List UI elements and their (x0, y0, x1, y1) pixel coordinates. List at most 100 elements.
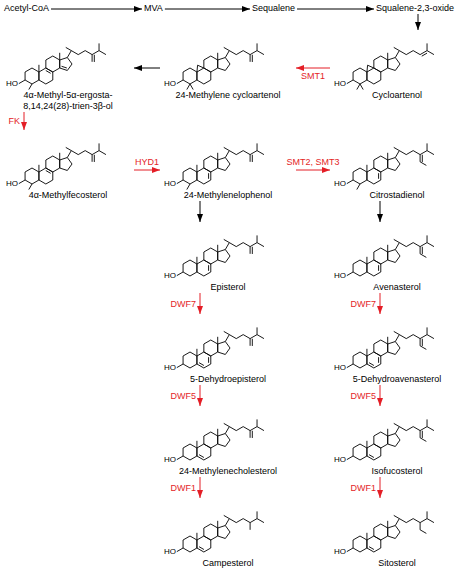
bond-line (252, 431, 253, 438)
bond-line (224, 47, 230, 50)
bond-line (224, 331, 230, 334)
structure-drawing (160, 30, 296, 90)
bond-line (257, 327, 258, 334)
enzyme-label: HYD1 (135, 157, 159, 168)
bond-line (367, 65, 374, 72)
bond-line (394, 423, 400, 426)
reaction-arrow (51, 9, 142, 10)
metabolite-node: Sequalene (250, 3, 297, 14)
compound-name: Sequalene (252, 3, 295, 14)
reaction-arrow (380, 201, 381, 222)
bond-line (257, 419, 258, 426)
bond-line (374, 56, 388, 72)
bond-line (25, 68, 39, 84)
bond-line (387, 53, 388, 60)
bond-line (187, 84, 190, 90)
bond-line (177, 548, 183, 552)
bond-line (217, 53, 218, 60)
bond-line (427, 327, 428, 334)
bond-line (394, 239, 400, 242)
bond-line (374, 524, 388, 540)
bond-line (369, 547, 374, 550)
bond-line (353, 536, 367, 552)
bond-line (204, 340, 218, 356)
bond-line (25, 168, 39, 184)
bond-line (357, 184, 360, 190)
enzyme-step-arrow (380, 293, 381, 314)
bond-line (46, 171, 51, 174)
bond-line (66, 47, 72, 50)
bond-line (199, 455, 204, 458)
bond-line (347, 456, 353, 460)
structure-drawing (330, 222, 464, 282)
sterol-structure (19, 143, 106, 189)
bond-line (387, 429, 388, 436)
structure-drawing (160, 498, 296, 558)
metabolite-node: Squalene-2,3-oxide (374, 3, 456, 14)
bond-line (250, 155, 251, 162)
hydroxyl-label: HO (160, 363, 176, 373)
reaction-arrow (200, 201, 201, 222)
bond-line (388, 434, 400, 447)
bond-line (427, 235, 428, 242)
bond-line (252, 55, 253, 62)
bond-line (250, 247, 251, 254)
bond-line (196, 165, 197, 172)
bond-line (225, 427, 264, 434)
bond-line (394, 331, 400, 334)
hydroxyl-label: HO (330, 455, 346, 465)
bond-line (360, 84, 363, 90)
bond-line (357, 84, 360, 90)
bond-line (38, 165, 39, 172)
hydroxyl-label: HO (330, 79, 346, 89)
bond-line (204, 432, 218, 448)
structure-drawing (330, 314, 464, 374)
hydroxyl-label: HO (160, 79, 176, 89)
bond-line (388, 58, 400, 71)
bond-line (388, 158, 400, 171)
compound-name: Acetyl-CoA (4, 3, 49, 14)
bond-line (218, 434, 230, 447)
bond-line (208, 265, 209, 271)
sterol-structure (347, 235, 434, 276)
hydroxyl-label: HO (2, 79, 18, 89)
bond-line (46, 71, 51, 74)
bond-line (252, 155, 253, 162)
bond-line (387, 153, 388, 160)
reaction-arrow (418, 14, 419, 30)
bond-line (38, 65, 39, 72)
enzyme-label: DWF1 (171, 482, 197, 493)
bond-line (378, 357, 379, 363)
bond-line (420, 155, 421, 162)
compound-name: 4α-Methyl-5α-ergosta- 8,14,24(28)-trien-… (2, 90, 134, 112)
sterol-structure (177, 235, 264, 276)
sterol-structure (347, 419, 434, 460)
bond-line (366, 441, 367, 448)
bond-line (420, 523, 421, 530)
bond-line (224, 239, 230, 242)
sterol-structure (347, 327, 434, 368)
bond-line (218, 58, 230, 71)
structure-drawing (160, 314, 296, 374)
bond-line (204, 56, 218, 72)
bond-line (353, 444, 367, 460)
bond-line (374, 432, 388, 448)
bond-line (218, 342, 230, 355)
bond-line (422, 155, 423, 162)
bond-line (420, 438, 426, 442)
bond-line (257, 143, 258, 150)
enzyme-step-arrow (200, 385, 201, 406)
bond-line (199, 547, 204, 550)
bond-line (388, 526, 400, 539)
bond-line (60, 58, 72, 71)
bond-line (183, 168, 197, 184)
bond-line (190, 84, 193, 90)
bond-line (183, 68, 197, 84)
enzyme-step-arrow (24, 112, 25, 130)
bond-line (395, 51, 434, 58)
hydroxyl-label: HO (160, 271, 176, 281)
bond-line (347, 364, 353, 368)
bond-line (347, 272, 353, 276)
compound-name: 24-Methylenelophenol (160, 190, 296, 201)
